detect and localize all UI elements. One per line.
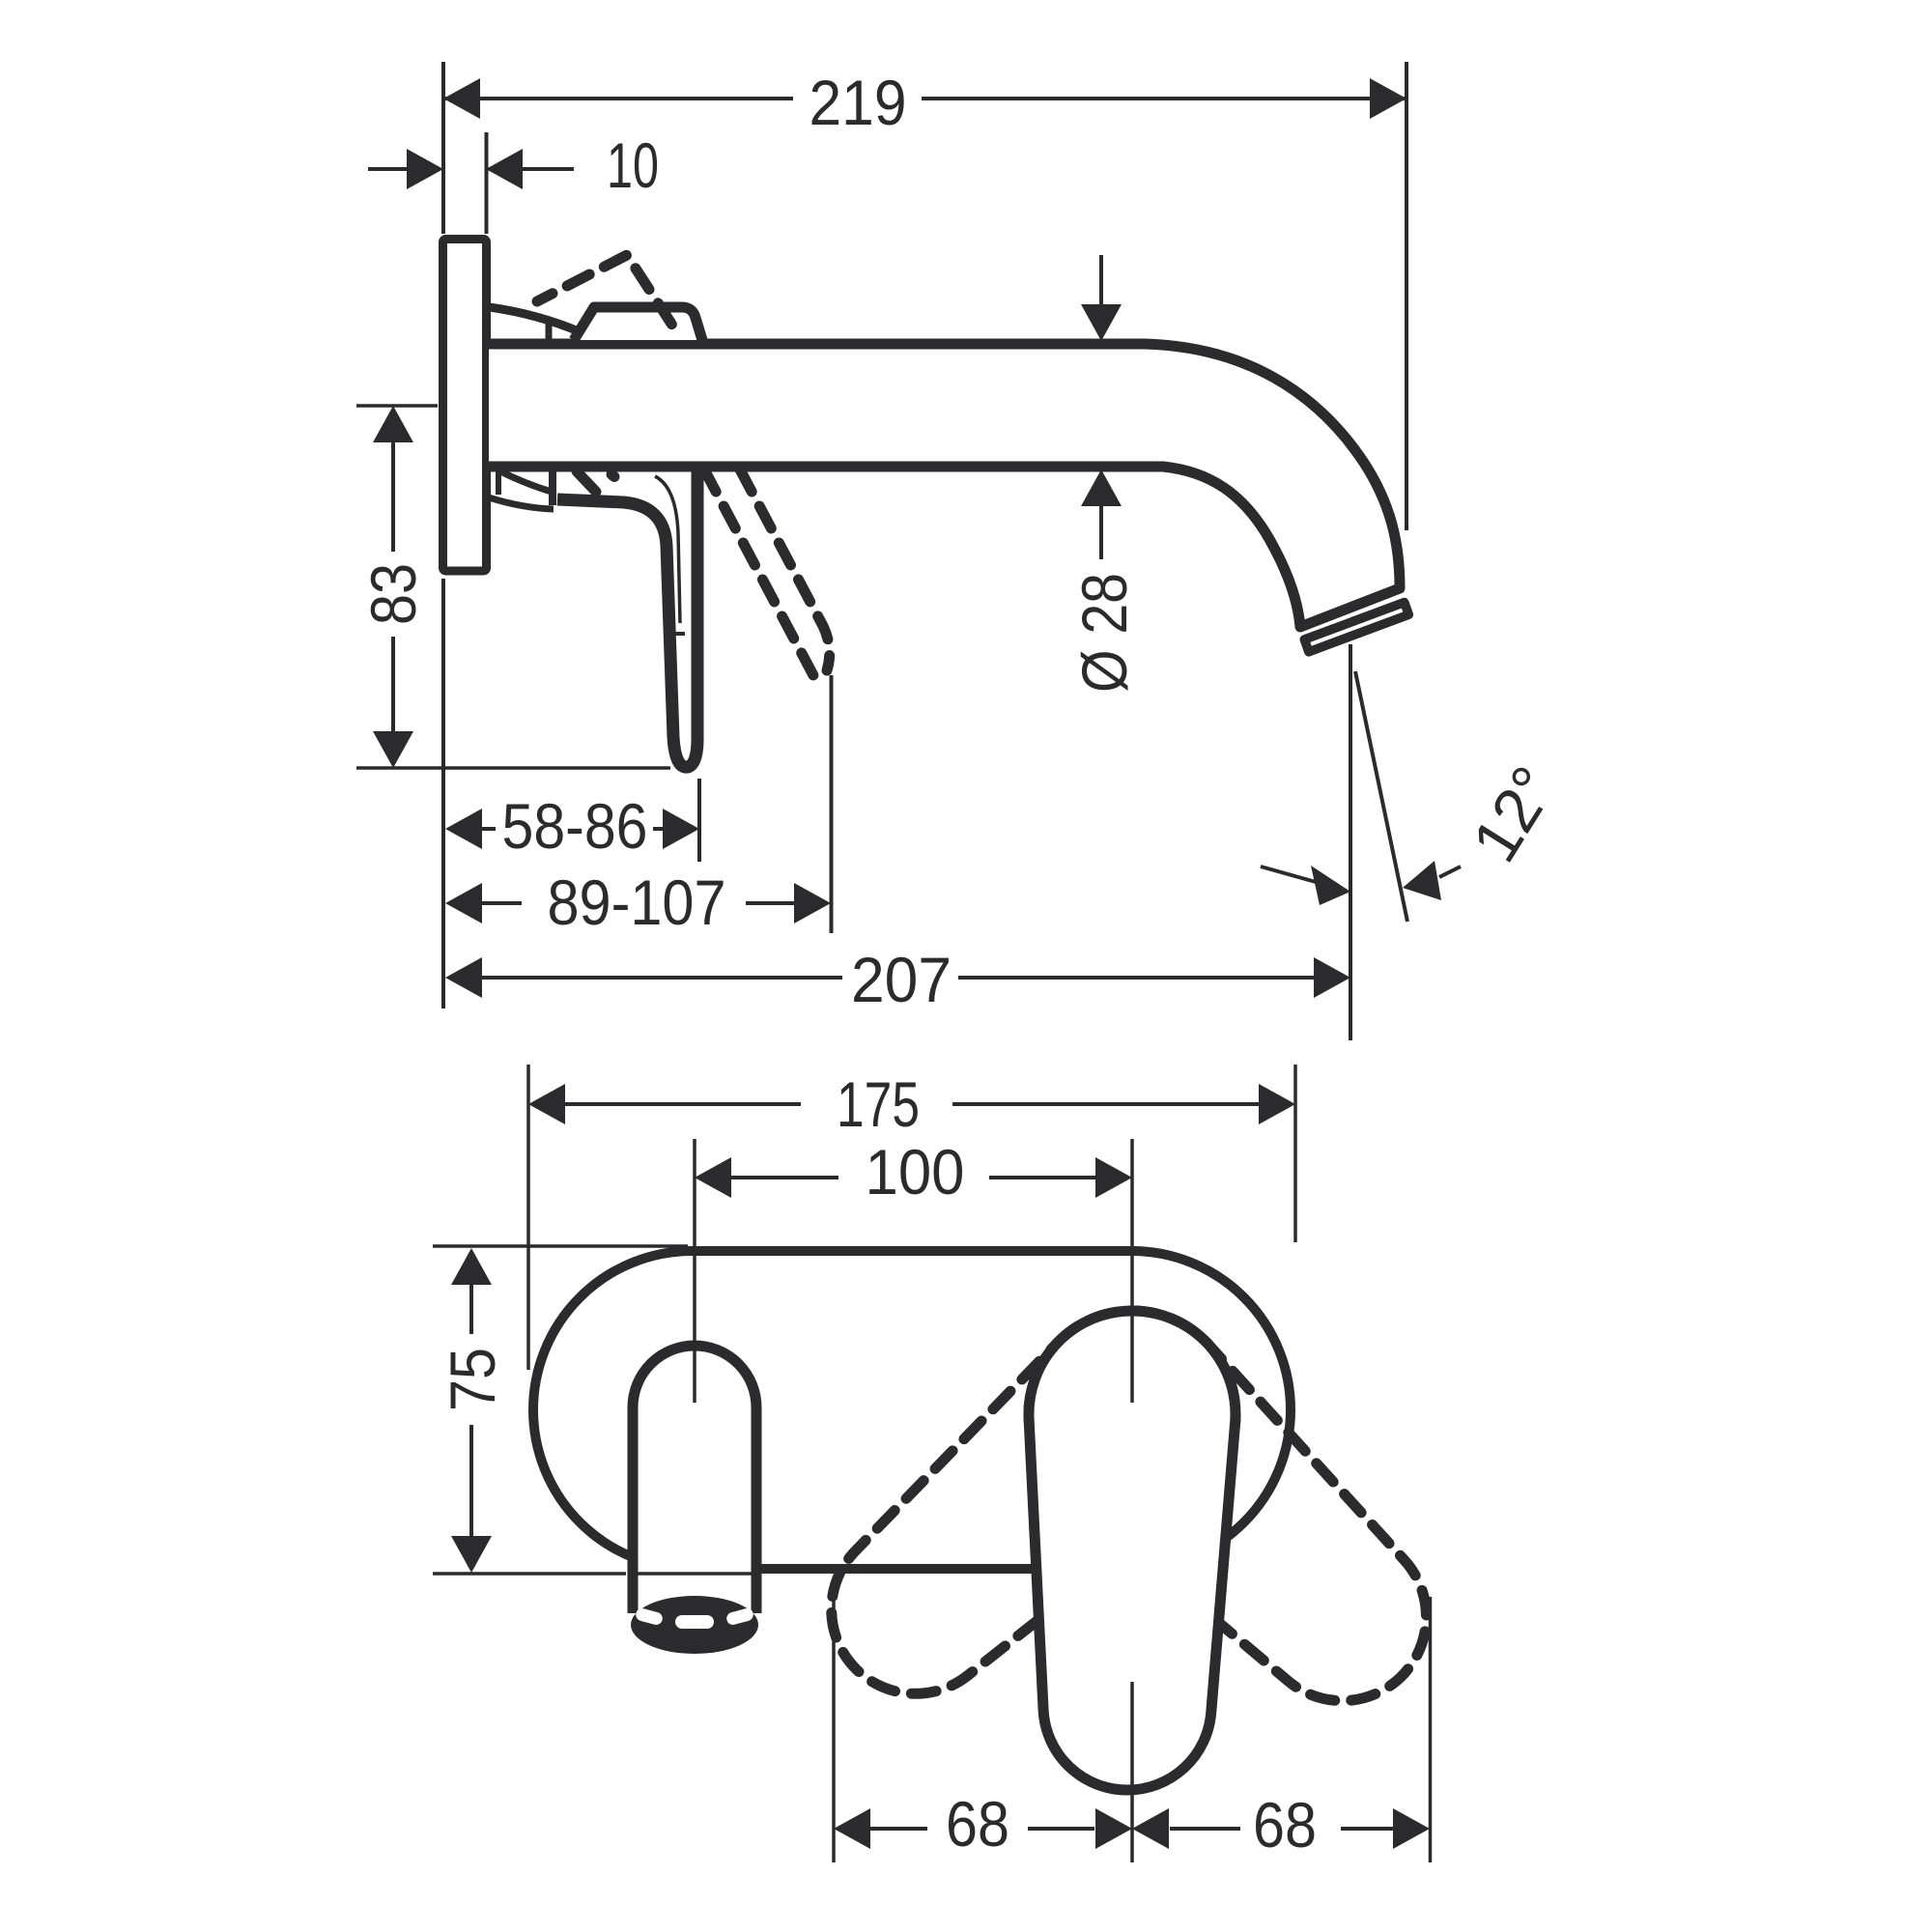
svg-text:175: 175 — [837, 1068, 920, 1140]
svg-text:89-107: 89-107 — [548, 867, 726, 938]
svg-text:100: 100 — [866, 1136, 965, 1208]
svg-text:Ø 28: Ø 28 — [1068, 573, 1140, 693]
svg-text:68: 68 — [1253, 1789, 1317, 1861]
svg-text:83: 83 — [357, 563, 429, 625]
svg-text:68: 68 — [946, 1788, 1009, 1860]
svg-text:219: 219 — [810, 67, 907, 138]
svg-text:58-86: 58-86 — [502, 790, 648, 862]
svg-text:207: 207 — [851, 944, 952, 1015]
svg-text:10: 10 — [607, 129, 659, 201]
svg-text:75: 75 — [437, 1348, 508, 1411]
